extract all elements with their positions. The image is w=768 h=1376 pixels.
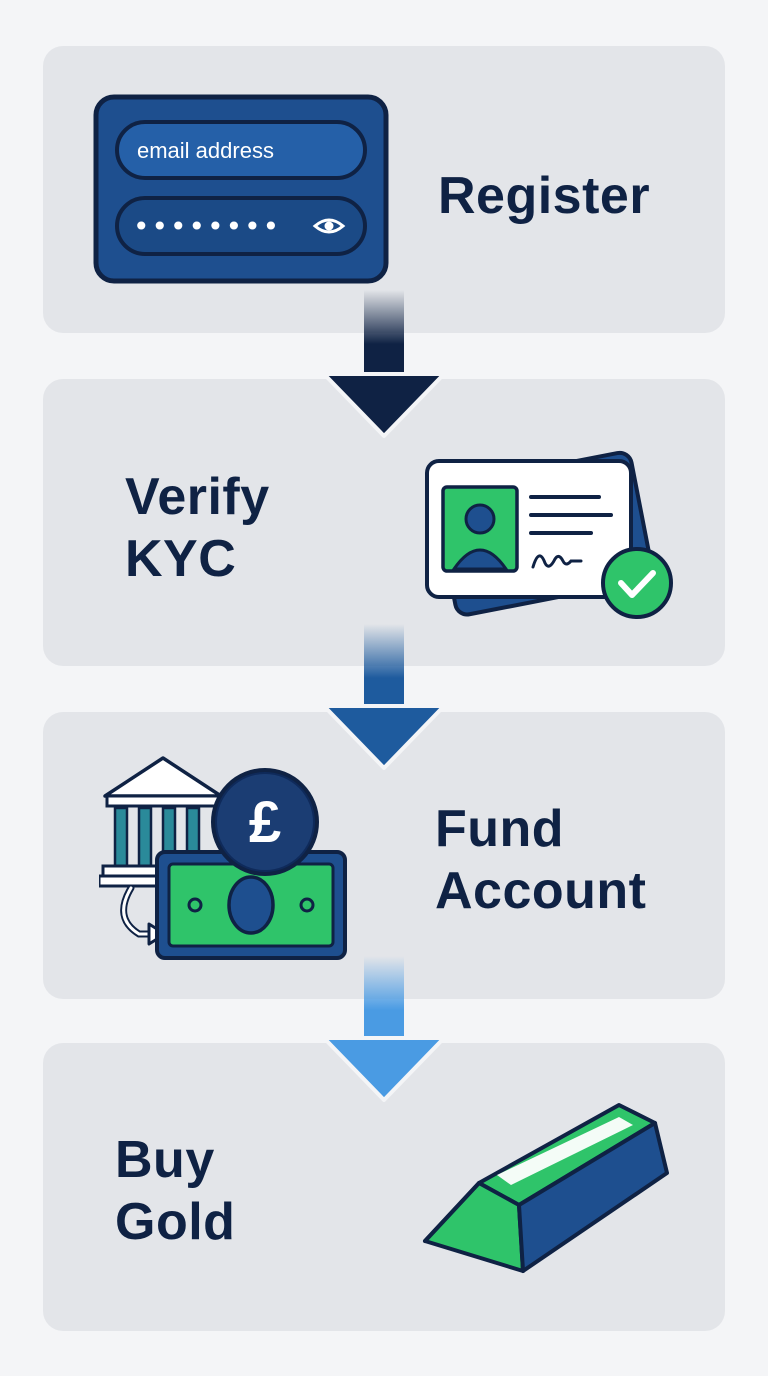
bank-transfer-pound-icon: £ xyxy=(99,756,347,960)
checkmark-icon xyxy=(601,547,673,619)
email-placeholder: email address xyxy=(137,138,274,163)
flow-arrow-2 xyxy=(322,624,446,770)
password-mask: •••••••• xyxy=(133,210,281,243)
gold-bar-icon xyxy=(423,1103,669,1273)
flow-arrow-1 xyxy=(322,290,446,438)
step-label-buy-gold: Buy Gold xyxy=(115,1131,236,1251)
step-label-register: Register xyxy=(438,167,651,225)
login-form-icon: email address •••••••• xyxy=(93,94,389,284)
pound-coin-icon: £ xyxy=(211,768,319,876)
step-card-register: email address •••••••• Register xyxy=(43,46,725,333)
eye-icon xyxy=(312,218,346,234)
flow-arrow-3 xyxy=(322,956,446,1102)
pound-symbol: £ xyxy=(249,790,281,855)
step-label-fund-account: Fund Account xyxy=(435,800,647,920)
step-label-verify-kyc: Verify KYC xyxy=(125,468,270,588)
id-card-verified-icon xyxy=(425,450,673,619)
